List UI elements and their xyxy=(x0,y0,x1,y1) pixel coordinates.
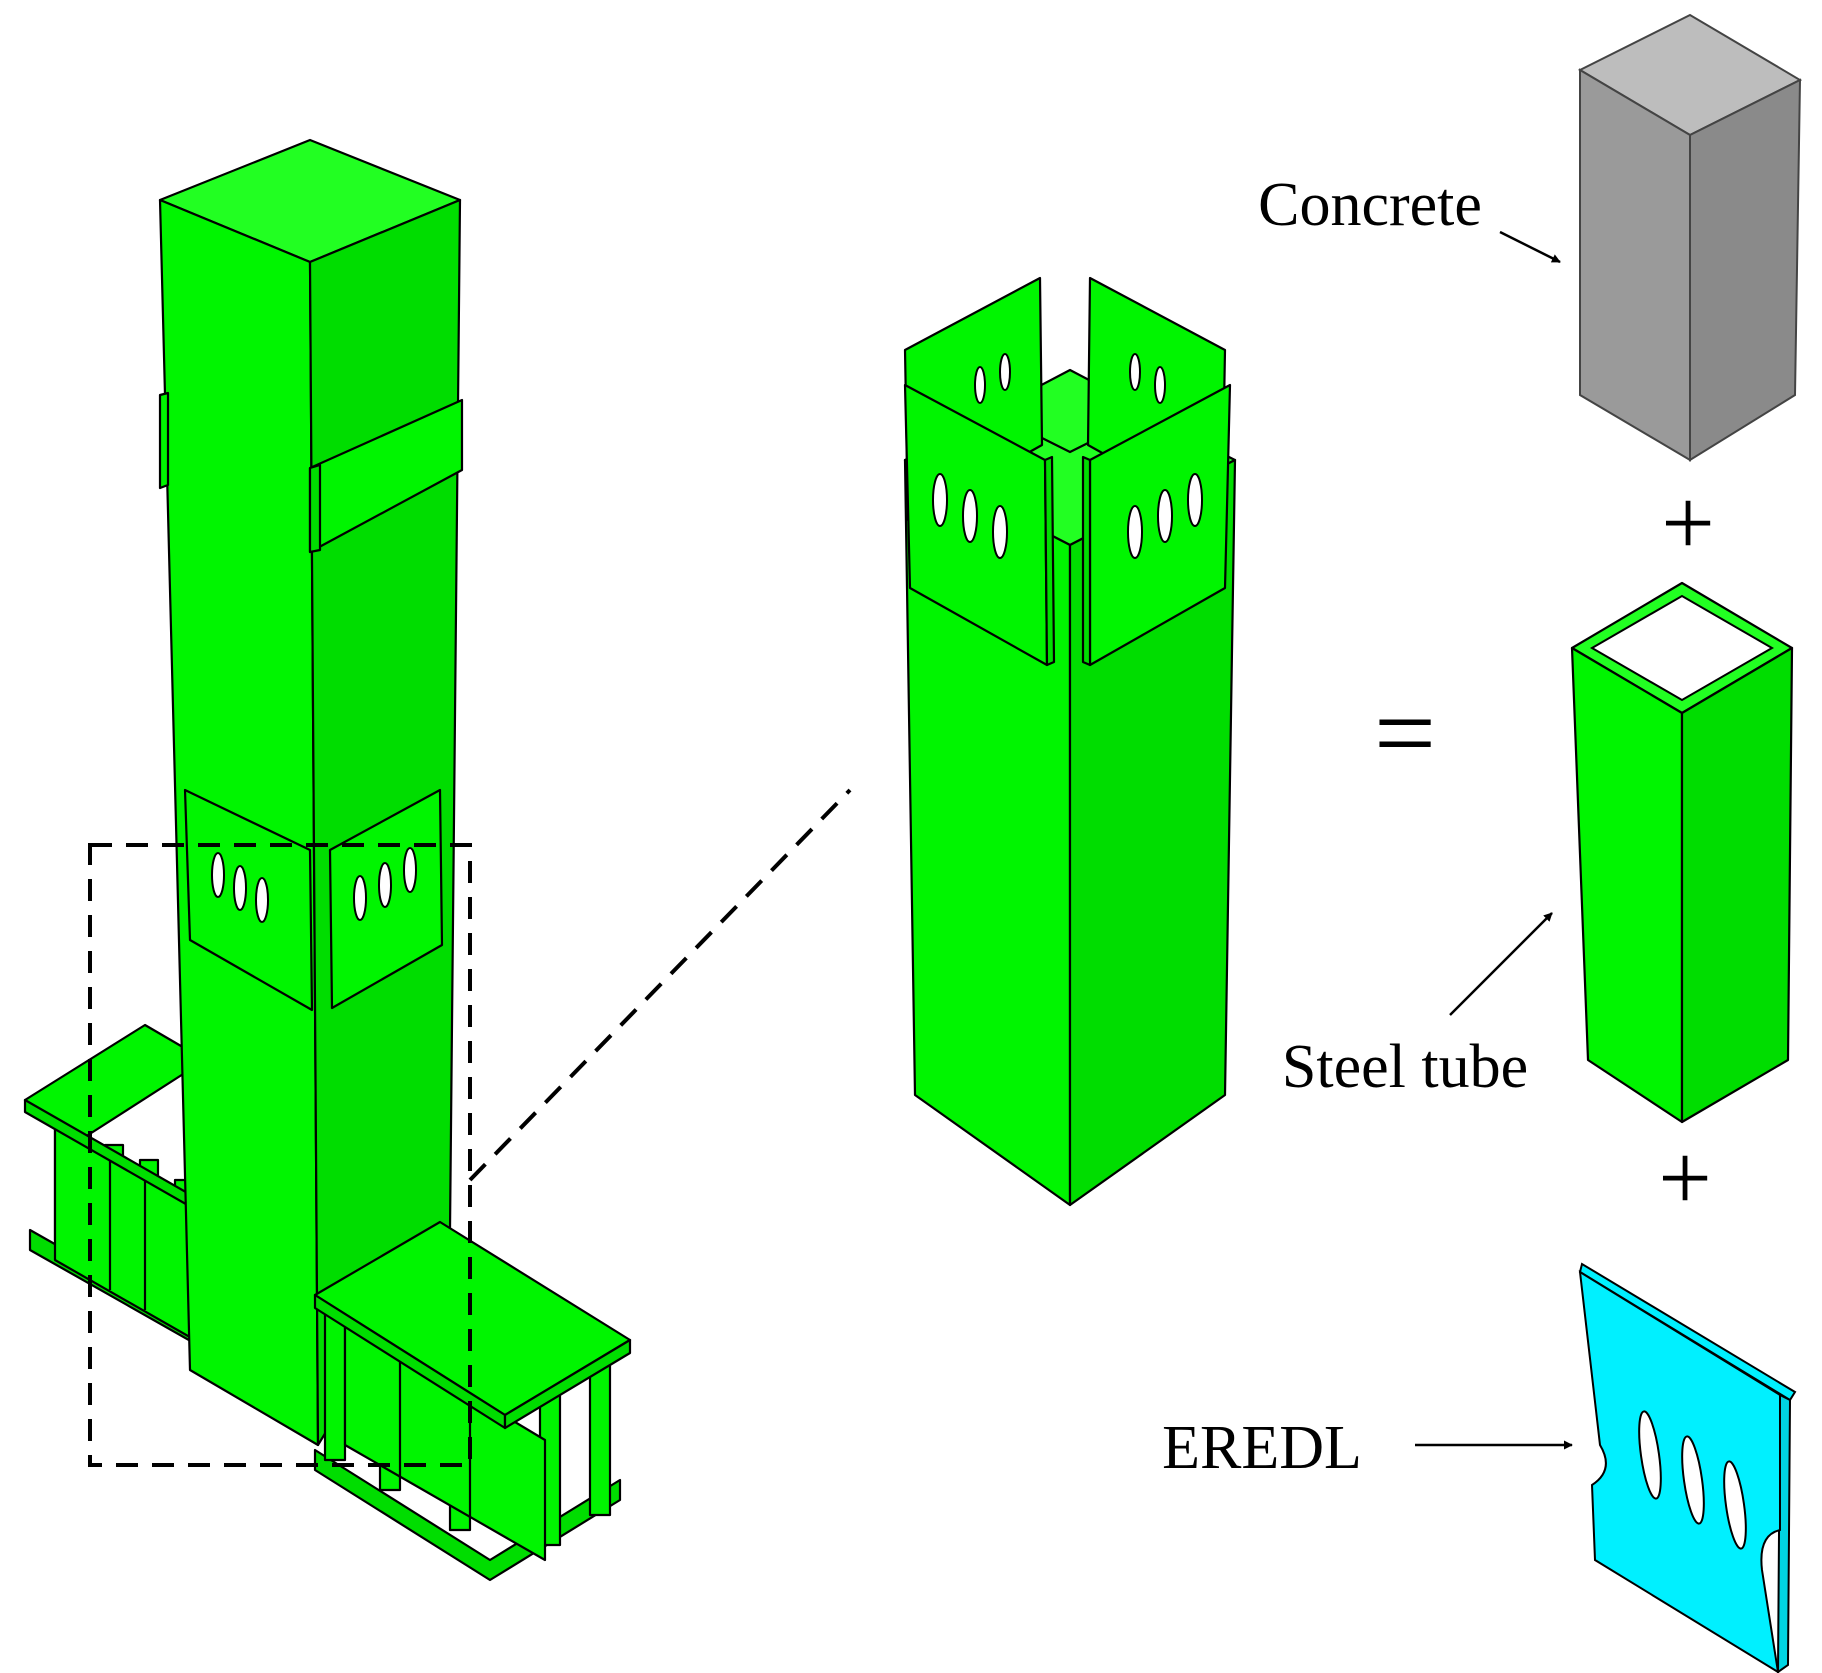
detail-eredl-right xyxy=(1081,383,1232,667)
concrete-core xyxy=(1577,13,1803,462)
plus-sign-1: + xyxy=(1661,470,1715,576)
plus-sign-2: + xyxy=(1658,1125,1712,1231)
detail-selection-box xyxy=(88,788,852,1467)
column-base-assembly xyxy=(23,138,632,1582)
equals-sign: = xyxy=(1374,672,1436,794)
steel-tube-arrow xyxy=(1449,912,1553,1016)
concrete-label: Concrete xyxy=(1258,171,1482,239)
upper-band xyxy=(158,391,464,554)
right-beam xyxy=(313,1220,632,1582)
detail-column xyxy=(903,276,1237,1207)
eredl-label: EREDL xyxy=(1162,1414,1362,1482)
detail-eredl-left xyxy=(903,383,1056,667)
eredl-plate xyxy=(1578,1262,1797,1673)
concrete-arrow xyxy=(1499,230,1561,264)
detail-leader-line xyxy=(468,788,852,1182)
steel-tube-label: Steel tube xyxy=(1282,1033,1528,1101)
steel-tube xyxy=(1570,581,1794,1124)
